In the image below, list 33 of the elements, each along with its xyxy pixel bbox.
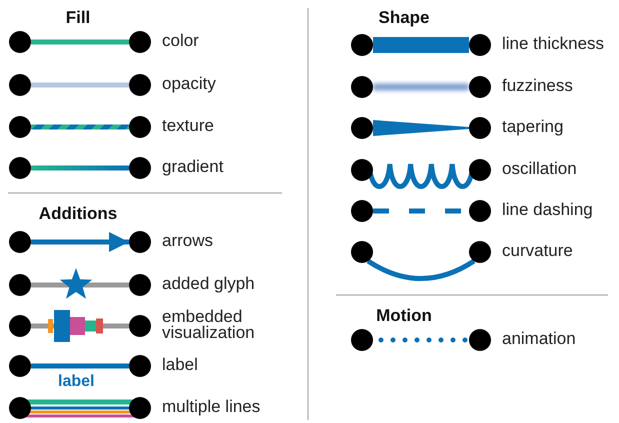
connector (31, 82, 129, 88)
row-caption: tapering (502, 119, 564, 135)
tapered-connector (373, 120, 469, 136)
row-caption: line thickness (502, 36, 604, 52)
row-caption: line dashing (502, 202, 593, 218)
wavy-connector (366, 162, 476, 189)
arrow (31, 232, 129, 252)
row-caption: animation (502, 331, 576, 347)
curved-connector (366, 258, 476, 281)
row-caption: color (162, 33, 199, 49)
row-caption: curvature (502, 243, 573, 259)
row-caption: gradient (162, 159, 224, 175)
row-caption: oscillation (502, 161, 577, 177)
connector (373, 84, 469, 90)
multi-line-connector (24, 400, 136, 418)
connector (31, 166, 129, 170)
row-caption: embedded visualization (162, 309, 256, 341)
row-caption: multiple lines (162, 399, 260, 415)
section-heading: Fill (66, 8, 90, 28)
row-caption: opacity (162, 76, 216, 92)
connector (31, 282, 129, 288)
connector (31, 40, 129, 44)
section-heading: Shape (378, 8, 430, 28)
row-caption: arrows (162, 233, 214, 249)
connector (31, 364, 129, 368)
row-caption: added glyph (162, 276, 255, 292)
row-caption: texture (162, 118, 214, 134)
connector (373, 37, 469, 53)
connector (31, 124, 129, 130)
row-caption: label (162, 357, 198, 373)
row-caption: fuzziness (502, 78, 573, 94)
section-heading: Motion (376, 306, 432, 326)
section-heading: Additions (38, 204, 118, 224)
